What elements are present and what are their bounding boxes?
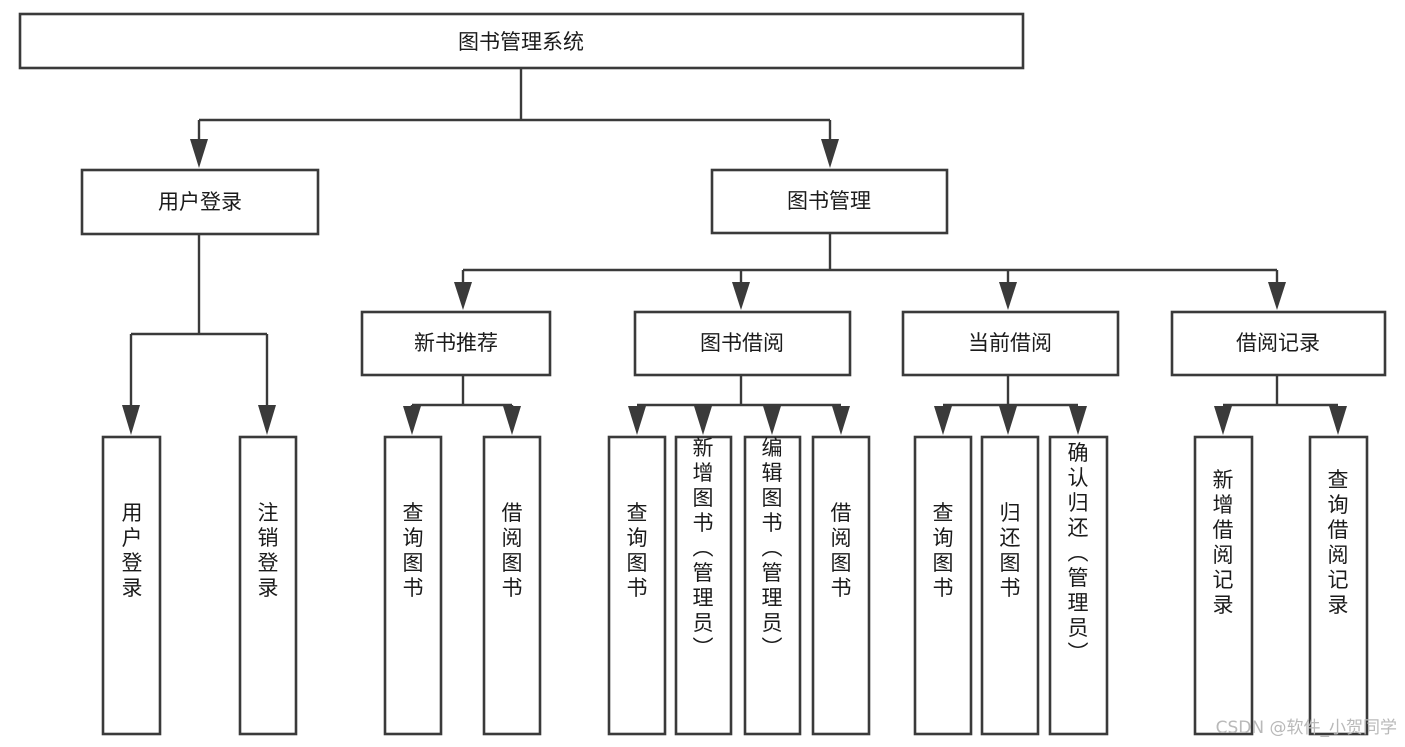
node-book-manage-box[interactable] [710,168,949,235]
arrow-head-book-manage [821,139,839,168]
arrow-head-leaf-query-book-3 [934,406,952,435]
node-borrow-record[interactable]: 借阅记录 [1170,310,1387,377]
node-leaf-edit-book[interactable]: 编辑图书︵管理员︶ [743,435,802,736]
node-new-book-recommend[interactable]: 新书推荐 [360,310,552,377]
arrow-head-leaf-query-book-2 [628,406,646,435]
node-new-book-recommend-label: 新书推荐 [414,331,498,355]
arrow-head-user-login [190,139,208,168]
node-leaf-query-book-3[interactable]: 查询图书 [913,435,973,736]
node-leaf-user-login-label: 用户登录 [122,501,143,600]
node-leaf-confirm-return[interactable]: 确认归还︵管理员︶ [1048,435,1109,736]
node-book-manage[interactable]: 图书管理 [710,168,949,235]
arrow-head-leaf-confirm-return [1069,406,1087,435]
arrow-head-leaf-return-book [999,406,1017,435]
node-leaf-borrow-book-1[interactable]: 借阅图书 [482,435,542,736]
arrow-head-borrow-record [1268,282,1286,310]
node-leaf-borrow-book-2-box[interactable] [811,435,871,736]
node-borrow-record-label: 借阅记录 [1236,331,1320,355]
node-leaf-user-logout-label: 注销登录 [258,501,279,600]
node-book-borrow-label: 图书借阅 [700,331,784,355]
node-leaf-query-book-1-box[interactable] [383,435,443,736]
node-leaf-add-book-label: 新增图书︵管理员︶ [693,436,714,660]
arrow-head-current-borrow [999,282,1017,310]
node-current-borrow[interactable]: 当前借阅 [901,310,1120,377]
node-leaf-confirm-return-box[interactable] [1048,435,1109,736]
node-leaf-add-book-box[interactable] [674,435,733,736]
node-user-login-box[interactable] [80,168,320,236]
arrow-head-leaf-edit-book [763,406,781,435]
arrow-head-leaf-query-record [1329,406,1347,435]
node-root-label: 图书管理系统 [458,30,584,54]
node-user-login[interactable]: 用户登录 [80,168,320,236]
node-book-borrow[interactable]: 图书借阅 [633,310,852,377]
node-leaf-return-book[interactable]: 归还图书 [980,435,1040,736]
watermark: CSDN @软件_小贺同学 [1216,718,1397,738]
node-leaf-edit-book-label: 编辑图书︵管理员︶ [762,436,783,660]
arrow-head-leaf-user-logout [258,405,276,435]
arrow-head-leaf-add-book [694,406,712,435]
node-leaf-query-record-box[interactable] [1308,435,1369,736]
node-new-book-recommend-box[interactable] [360,310,552,377]
node-leaf-borrow-book-1-box[interactable] [482,435,542,736]
node-leaf-query-book-2-box[interactable] [607,435,667,736]
arrow-head-new-book-recommend [454,282,472,310]
node-leaf-user-logout[interactable]: 注销登录 [238,435,298,736]
node-leaf-add-record-label: 新增借阅记录 [1213,468,1234,617]
node-leaf-query-record[interactable]: 查询借阅记录 [1308,435,1369,736]
node-current-borrow-box[interactable] [901,310,1120,377]
arrow-head-leaf-borrow-book-2 [832,406,850,435]
node-leaf-query-record-label: 查询借阅记录 [1328,468,1349,617]
node-root-box[interactable] [18,12,1025,70]
node-book-borrow-box[interactable] [633,310,852,377]
leaf-layer: 用户登录 注销登录 查询图书 借阅图书 查询图书 新增图书︵管理员︶ 编辑图书︵… [101,435,1369,736]
node-user-login-label: 用户登录 [158,190,242,214]
node-leaf-query-book-2-label: 查询图书 [627,501,648,600]
node-leaf-borrow-book-1-label: 借阅图书 [502,501,523,600]
node-leaf-add-record[interactable]: 新增借阅记录 [1193,435,1254,736]
node-leaf-user-login[interactable]: 用户登录 [101,435,162,736]
node-current-borrow-label: 当前借阅 [968,331,1052,355]
node-leaf-confirm-return-label: 确认归还︵管理员︶ [1068,441,1089,665]
node-borrow-record-box[interactable] [1170,310,1387,377]
node-leaf-query-book-2[interactable]: 查询图书 [607,435,667,736]
arrow-head-leaf-user-login [122,405,140,435]
node-leaf-query-book-3-box[interactable] [913,435,973,736]
arrow-head-leaf-borrow-book-1 [503,406,521,435]
node-leaf-edit-book-box[interactable] [743,435,802,736]
connector-layer [122,68,1347,435]
arrow-head-leaf-add-record [1214,406,1232,435]
node-root[interactable]: 图书管理系统 [18,12,1025,70]
node-leaf-return-book-box[interactable] [980,435,1040,736]
node-leaf-query-book-3-label: 查询图书 [933,501,954,600]
node-leaf-add-record-box[interactable] [1193,435,1254,736]
node-leaf-add-book[interactable]: 新增图书︵管理员︶ [674,435,733,736]
arrow-head-leaf-query-book-1 [403,406,421,435]
node-leaf-borrow-book-2[interactable]: 借阅图书 [811,435,871,736]
arrow-head-book-borrow [732,282,750,310]
node-book-manage-label: 图书管理 [787,189,871,213]
node-leaf-query-book-1-label: 查询图书 [403,501,424,600]
node-leaf-user-login-box[interactable] [101,435,162,736]
node-leaf-user-logout-box[interactable] [238,435,298,736]
node-leaf-return-book-label: 归还图书 [1000,501,1021,600]
node-leaf-query-book-1[interactable]: 查询图书 [383,435,443,736]
node-leaf-borrow-book-2-label: 借阅图书 [831,501,852,600]
